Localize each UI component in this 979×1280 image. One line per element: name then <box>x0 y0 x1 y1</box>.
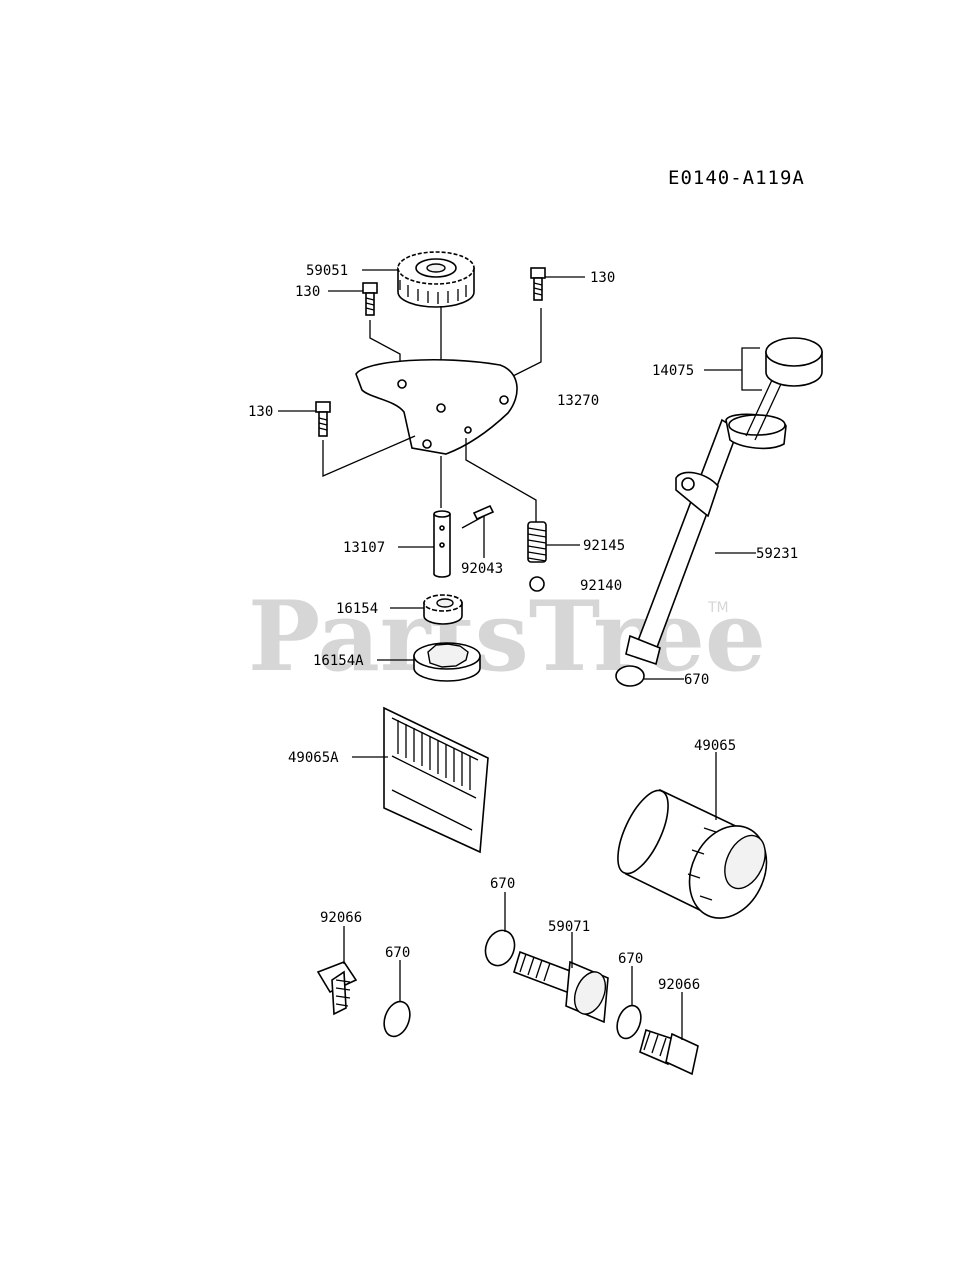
label-14075: 14075 <box>652 363 694 379</box>
oil-filter-49065-icon[interactable] <box>608 784 781 931</box>
label-130-c: 130 <box>248 404 273 420</box>
bolt-130-icon[interactable] <box>315 401 331 437</box>
bolt-130-icon[interactable] <box>362 282 378 316</box>
fitting-59071-icon[interactable] <box>513 950 611 1024</box>
label-130-a: 130 <box>295 284 320 300</box>
pin-92043-icon[interactable] <box>472 504 495 521</box>
label-670-c: 670 <box>385 945 410 961</box>
o-ring-670-icon[interactable] <box>613 1002 645 1041</box>
label-92043: 92043 <box>461 561 503 577</box>
label-92140: 92140 <box>580 578 622 594</box>
drain-plug-92066-icon[interactable] <box>639 1028 699 1076</box>
label-130-b: 130 <box>590 270 615 286</box>
label-13270: 13270 <box>557 393 599 409</box>
diagram-code: E0140-A119A <box>668 167 805 189</box>
label-670-b: 670 <box>490 876 515 892</box>
oil-filler-tube-59231-icon[interactable] <box>625 413 787 666</box>
label-670-a: 670 <box>684 672 709 688</box>
label-49065: 49065 <box>694 738 736 754</box>
ball-92140-icon[interactable] <box>529 576 545 592</box>
label-59231: 59231 <box>756 546 798 562</box>
oil-strainer-49065A-icon[interactable] <box>383 706 489 854</box>
gear-59051-icon[interactable] <box>397 251 475 308</box>
o-ring-670-icon[interactable] <box>615 665 645 687</box>
watermark-tm: TM <box>707 600 729 616</box>
spring-92145-icon[interactable] <box>527 521 547 563</box>
label-92066-a: 92066 <box>320 910 362 926</box>
watermark-text: PartsTree <box>248 580 766 693</box>
label-59051: 59051 <box>306 263 348 279</box>
bolt-130-icon[interactable] <box>530 267 546 301</box>
label-670-d: 670 <box>618 951 643 967</box>
rotor-outer-16154A-icon[interactable] <box>413 642 481 682</box>
dipstick-cap-14075-icon[interactable] <box>745 337 823 441</box>
shaft-13107-icon[interactable] <box>433 510 451 578</box>
plate-13270-icon[interactable] <box>355 358 518 455</box>
o-ring-670-icon[interactable] <box>380 998 415 1040</box>
label-92066-b: 92066 <box>658 977 700 993</box>
label-16154: 16154 <box>336 601 378 617</box>
label-49065A: 49065A <box>288 750 339 766</box>
o-ring-670-icon[interactable] <box>481 926 520 969</box>
label-16154A: 16154A <box>313 653 364 669</box>
label-13107: 13107 <box>343 540 385 556</box>
label-92145: 92145 <box>583 538 625 554</box>
rotor-inner-16154-icon[interactable] <box>423 594 463 625</box>
drain-plug-92066-icon[interactable] <box>316 961 358 1016</box>
label-59071: 59071 <box>548 919 590 935</box>
